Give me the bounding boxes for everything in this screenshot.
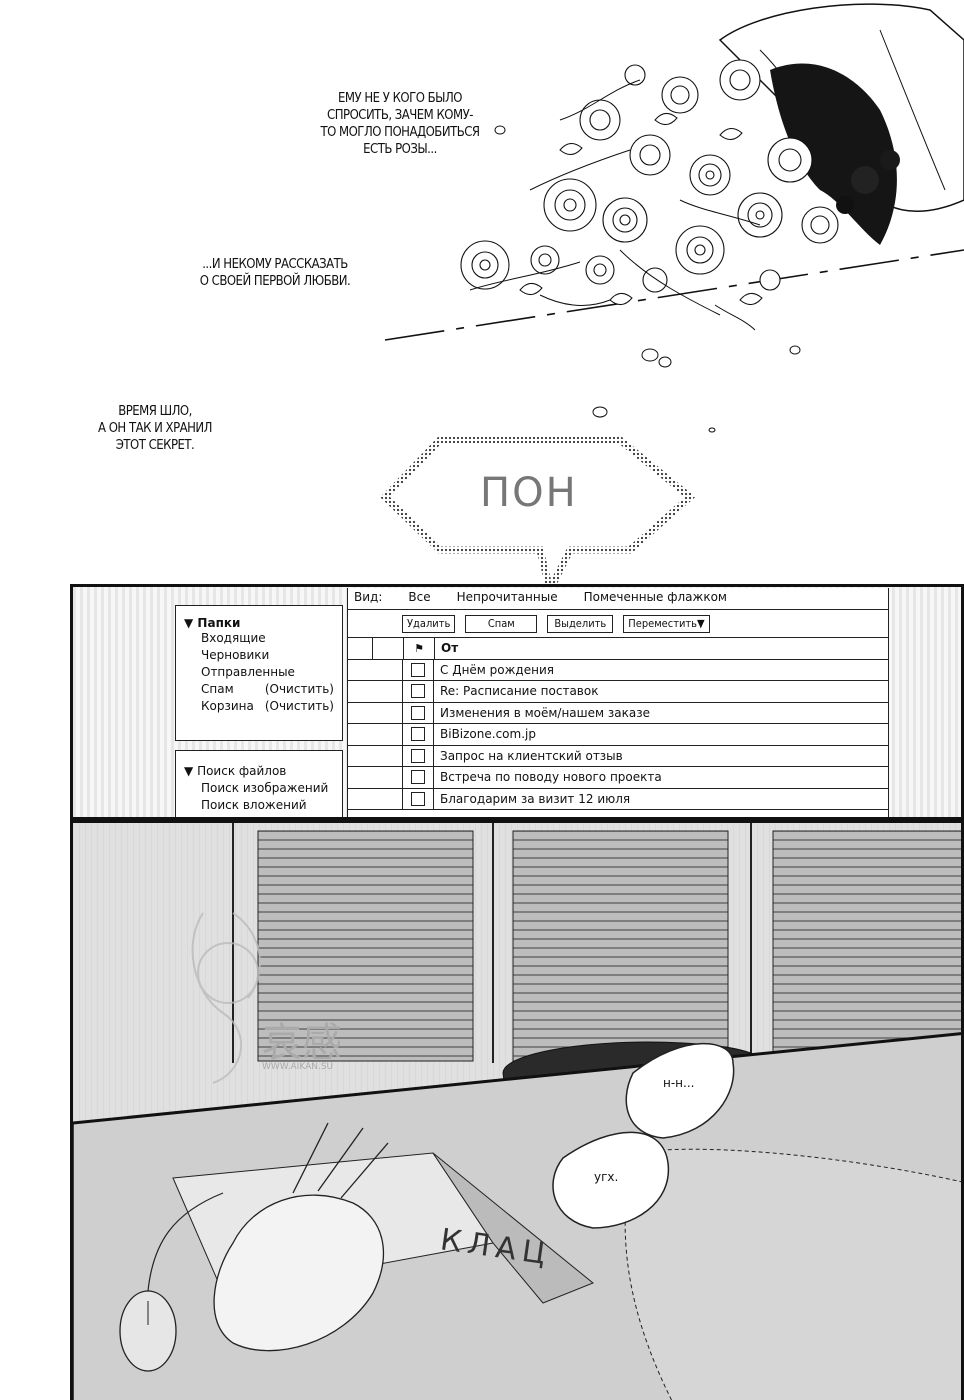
speech-bubble-2: угх. bbox=[594, 1170, 619, 1184]
narration-line: А ОН ТАК И ХРАНИЛ bbox=[98, 421, 212, 436]
empty-trash-link[interactable]: (Очистить) bbox=[264, 699, 334, 713]
flag-column-header[interactable]: ⚑ bbox=[404, 638, 435, 659]
view-label: Вид: bbox=[354, 590, 383, 604]
message-checkbox-cell bbox=[403, 724, 434, 745]
view-flagged-tab[interactable]: Помеченные флажком bbox=[583, 590, 727, 604]
watermark-logo-text: 哀感 bbox=[262, 1020, 342, 1066]
narration-caption-3: ВРЕМЯ ШЛО, А ОН ТАК И ХРАНИЛ ЭТОТ СЕКРЕТ… bbox=[75, 403, 235, 454]
message-checkbox[interactable] bbox=[411, 770, 425, 785]
message-checkbox-cell bbox=[403, 702, 434, 723]
folder-label: Корзина bbox=[201, 699, 254, 713]
mark-button[interactable]: Выделить bbox=[547, 615, 614, 633]
narration-caption-2: ...И НЕКОМУ РАССКАЗАТЬ О СВОЕЙ ПЕРВОЙ ЛЮ… bbox=[175, 256, 375, 290]
message-subject[interactable]: Встреча по поводу нового проекта bbox=[440, 770, 662, 785]
message-checkbox-cell bbox=[403, 681, 434, 702]
move-button[interactable]: Переместить▼ bbox=[623, 615, 710, 633]
folder-label: Отправленные bbox=[201, 665, 295, 679]
message-row[interactable]: Встреча по поводу нового проекта bbox=[348, 767, 888, 789]
message-checkbox-cell bbox=[403, 788, 434, 809]
folder-label: Спам bbox=[201, 682, 234, 696]
message-subject[interactable]: Благодарим за визит 12 июля bbox=[440, 791, 631, 806]
row-spacer bbox=[348, 788, 403, 809]
message-checkbox[interactable] bbox=[411, 684, 425, 699]
narration-line: ...И НЕКОМУ РАССКАЗАТЬ bbox=[202, 257, 348, 272]
message-subject[interactable]: BiBizone.com.jp bbox=[440, 727, 536, 742]
message-row[interactable]: Благодарим за визит 12 июля bbox=[348, 788, 888, 810]
folder-label: Входящие bbox=[201, 631, 266, 645]
narration-line: ТО МОГЛО ПОНАДОБИТЬСЯ bbox=[320, 125, 480, 140]
narration-caption-1: ЕМУ НЕ У КОГО БЫЛО СПРОСИТЬ, ЗАЧЕМ КОМУ-… bbox=[300, 90, 500, 158]
triangle-down-icon: ▼ bbox=[184, 616, 194, 630]
sfx-pon: ПОН bbox=[480, 470, 578, 516]
view-all-tab[interactable]: Все bbox=[408, 590, 431, 604]
row-spacer bbox=[348, 681, 403, 702]
folders-header[interactable]: ▼ Папки bbox=[184, 616, 342, 630]
message-row[interactable]: Re: Расписание поставок bbox=[348, 681, 888, 703]
row-spacer bbox=[348, 659, 403, 680]
folder-sent[interactable]: Отправленные bbox=[184, 664, 342, 681]
message-list-pane: Вид: Все Непрочитанные Помеченные флажко… bbox=[347, 588, 889, 817]
empty-spam-link[interactable]: (Очистить) bbox=[264, 682, 334, 696]
folder-label: Черновики bbox=[201, 648, 270, 662]
from-column-header[interactable]: От bbox=[441, 641, 459, 656]
row-spacer bbox=[348, 745, 403, 766]
search-images-link[interactable]: Поиск изображений bbox=[201, 781, 329, 795]
message-checkbox-cell bbox=[403, 659, 434, 680]
narration-line: ЕМУ НЕ У КОГО БЫЛО bbox=[338, 91, 462, 106]
message-checkbox[interactable] bbox=[411, 748, 425, 763]
message-checkbox[interactable] bbox=[411, 662, 425, 677]
folders-pane: ▼ Папки Входящие Черновики Отправленные … bbox=[175, 605, 343, 741]
message-list-header: ⚑ От bbox=[348, 638, 888, 660]
view-unread-tab[interactable]: Непрочитанные bbox=[456, 590, 558, 604]
speech-bubble-1: н-н... bbox=[663, 1076, 695, 1090]
spam-button[interactable]: Спам bbox=[465, 615, 538, 633]
message-row[interactable]: BiBizone.com.jp bbox=[348, 724, 888, 746]
folder-drafts[interactable]: Черновики bbox=[184, 647, 342, 664]
flag-icon: ⚑ bbox=[414, 641, 424, 655]
message-row[interactable]: Запрос на клиентский отзыв bbox=[348, 745, 888, 767]
monitor-panel: ▼ Папки Входящие Черновики Отправленные … bbox=[70, 584, 964, 820]
narration-line: О СВОЕЙ ПЕРВОЙ ЛЮБВИ. bbox=[199, 274, 351, 289]
folders-title: Папки bbox=[197, 616, 241, 630]
message-subject[interactable]: Re: Расписание поставок bbox=[440, 684, 599, 699]
triangle-down-icon: ▼ bbox=[697, 617, 705, 630]
folder-spam[interactable]: Спам (Очистить) bbox=[184, 681, 342, 698]
desk-panel bbox=[70, 820, 964, 1400]
office-scene-illustration bbox=[73, 823, 961, 1400]
triangle-down-icon: ▼ bbox=[184, 764, 194, 778]
search-attachments-link[interactable]: Поиск вложений bbox=[201, 798, 307, 812]
watermark-url: WWW.AIKAN.SU bbox=[262, 1062, 334, 1072]
row-spacer bbox=[348, 767, 403, 788]
folder-trash[interactable]: Корзина (Очистить) bbox=[184, 698, 342, 715]
move-label: Переместить bbox=[628, 617, 697, 630]
message-checkbox-cell bbox=[403, 767, 434, 788]
view-filter-bar: Вид: Все Непрочитанные Помеченные флажко… bbox=[348, 588, 888, 610]
narration-line: ВРЕМЯ ШЛО, bbox=[118, 404, 192, 419]
folder-inbox[interactable]: Входящие bbox=[184, 630, 342, 647]
narration-line: СПРОСИТЬ, ЗАЧЕМ КОМУ- bbox=[327, 108, 473, 123]
message-subject[interactable]: Изменения в моём/нашем заказе bbox=[440, 705, 650, 720]
narration-line: ЕСТЬ РОЗЫ... bbox=[363, 142, 437, 157]
header-blank bbox=[348, 638, 373, 659]
message-checkbox[interactable] bbox=[411, 727, 425, 742]
narration-line: ЭТОТ СЕКРЕТ. bbox=[115, 438, 195, 453]
message-checkbox[interactable] bbox=[411, 705, 425, 720]
header-blank bbox=[373, 638, 404, 659]
row-spacer bbox=[348, 724, 403, 745]
message-checkbox-cell bbox=[403, 745, 434, 766]
delete-button[interactable]: Удалить bbox=[402, 615, 456, 633]
search-title: Поиск файлов bbox=[197, 764, 287, 778]
message-row[interactable]: С Днём рождения bbox=[348, 659, 888, 681]
roses-flower-pot-illustration bbox=[380, 3, 964, 584]
message-toolbar: Удалить Спам Выделить Переместить▼ bbox=[348, 610, 888, 638]
message-subject[interactable]: С Днём рождения bbox=[440, 662, 554, 677]
search-pane: ▼ Поиск файлов Поиск изображений Поиск в… bbox=[175, 750, 343, 817]
row-spacer bbox=[348, 702, 403, 723]
message-subject[interactable]: Запрос на клиентский отзыв bbox=[440, 748, 623, 763]
message-row[interactable]: Изменения в моём/нашем заказе bbox=[348, 702, 888, 724]
search-files-link[interactable]: ▼ Поиск файлов bbox=[184, 763, 342, 780]
message-checkbox[interactable] bbox=[411, 791, 425, 806]
